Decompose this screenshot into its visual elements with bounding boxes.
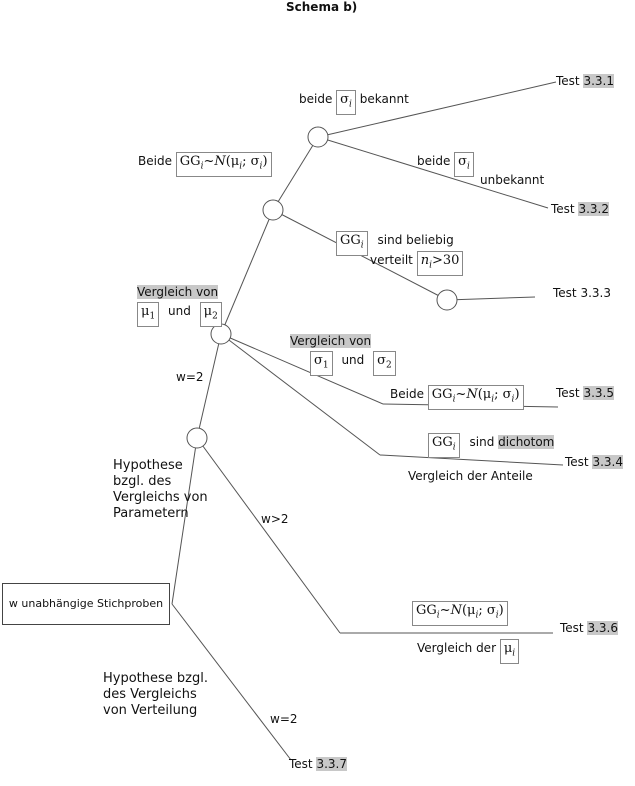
gg-normal-box-lower: GGi~N(μi; σi) <box>427 385 524 410</box>
compare-sigma-text: Vergleich von <box>290 334 372 348</box>
sigma-bekannt-prefix: beide <box>299 92 333 106</box>
gg-dichotom: GGi sind dichotom <box>428 433 555 458</box>
beide-label-lower: Beide <box>390 387 424 401</box>
hyp-vert-line-2: des Vergleichs <box>103 687 197 702</box>
hyp-param-line-4: Parametern <box>113 506 189 521</box>
edge-vergleich-to-mu <box>220 209 274 335</box>
test-3-3-7: Test 3.3.7 <box>289 757 348 772</box>
diagram-title: Schema b) <box>286 0 358 14</box>
node-normal <box>307 126 329 148</box>
compare-sigma-label: Vergleich von <box>290 334 372 349</box>
sigma-unbekannt-prefix: beide <box>417 154 451 168</box>
test-word: Test <box>556 74 580 88</box>
n-condition-box: ni>30 <box>416 251 464 276</box>
hyp-param-line-3: Vergleichs von <box>113 490 208 505</box>
sigma-box-unbekannt: σi <box>454 152 474 177</box>
gg-beliebig: GGi sind beliebig <box>336 231 454 256</box>
dichotom-text: dichotom <box>498 435 555 449</box>
sigma1-box: σ1 <box>310 351 333 376</box>
hyp-param-line-2: bzgl. des <box>113 474 172 489</box>
test-word: Test <box>551 202 575 216</box>
test-number: 3.3.1 <box>583 74 615 88</box>
gg-box-beliebig: GGi <box>336 231 368 256</box>
vergleich-der-mu: Vergleich der μi <box>417 639 520 664</box>
test-word: Test <box>556 386 580 400</box>
compare-mu-und: und <box>168 304 191 318</box>
w-greater-2: w>2 <box>261 512 289 526</box>
test-number: 3.3.5 <box>583 386 615 400</box>
test-3-3-6: Test 3.3.6 <box>560 621 619 636</box>
test-word: Test <box>565 455 589 469</box>
edge-node1-to-vergleich <box>196 333 222 439</box>
edge-normal-to-test331 <box>317 81 557 138</box>
test-3-3-4: Test 3.3.4 <box>565 455 624 470</box>
verteilt-text: verteilt <box>370 253 413 267</box>
compare-mu-text: Vergleich von <box>137 285 219 299</box>
sigma-unbekannt: beide σi <box>417 152 474 177</box>
vergleich-der-mu-text: Vergleich der <box>417 641 497 655</box>
node-w2 <box>186 427 208 449</box>
test-3-3-2: Test 3.3.2 <box>551 202 610 217</box>
edge-mu-to-normal <box>272 136 319 211</box>
edge-vergleich-to-sigma <box>220 333 384 405</box>
hypothesis-distribution: Hypothese bzgl. des Vergleichs von Verte… <box>103 671 208 719</box>
node-beliebig <box>436 289 458 311</box>
edge-start-to-w2node <box>171 437 198 605</box>
test-number: 3.3.7 <box>316 757 348 771</box>
edge-start-to-test337 <box>171 603 292 761</box>
test-3-3-3: Test 3.3.3 <box>553 286 611 301</box>
node-vergleich <box>210 323 232 345</box>
gg-beliebig-text: sind beliebig <box>377 233 454 247</box>
test-3-3-5: Test 3.3.5 <box>556 386 615 401</box>
sigma-box-bekannt: σi <box>336 90 356 115</box>
edge-beliebig-to-test333 <box>446 296 536 301</box>
node-mu <box>262 199 284 221</box>
hyp-param-line-1: Hypothese <box>113 458 183 473</box>
beide-label-upper: Beide <box>138 154 172 168</box>
gg-box-dichotom: GGi <box>428 433 460 458</box>
mu-i-box: μi <box>499 639 520 664</box>
compare-mu-label: Vergleich von <box>137 285 219 300</box>
sigma-unbekannt-suffix: unbekannt <box>480 173 545 187</box>
gg-normal-box-wgt2: GGi~N(μi; σi) <box>412 601 508 626</box>
test-number: 3.3.6 <box>587 621 619 635</box>
compare-sigma-vars: σ1 und σ2 <box>310 351 396 376</box>
gg-normal-wgt2: GGi~N(μi; σi) <box>412 601 508 626</box>
sigma-bekannt-suffix: bekannt <box>359 92 409 106</box>
test-word: Test <box>289 757 313 771</box>
edge-vergleich-to-dichotom <box>220 333 381 456</box>
sigma-bekannt: beide σi bekannt <box>299 90 409 115</box>
compare-sigma-und: und <box>341 353 365 367</box>
edge-normal-to-test332 <box>317 136 549 209</box>
gg-verteilt: verteilt ni>30 <box>370 251 464 276</box>
hyp-vert-line-3: von Verteilung <box>103 703 198 718</box>
mu2-box: μ2 <box>199 302 222 327</box>
beide-gg-normal-lower: Beide GGi~N(μi; σi) <box>390 385 524 410</box>
vergleich-anteile: Vergleich der Anteile <box>408 469 533 483</box>
test-number: 3.3.3 <box>580 286 612 300</box>
hypothesis-parameters: Hypothese bzgl. des Vergleichs von Param… <box>113 458 208 522</box>
w-equals-2-lower: w=2 <box>270 712 298 726</box>
test-3-3-1: Test 3.3.1 <box>556 74 615 89</box>
edge-dichotom-to-test334 <box>379 454 564 466</box>
w-equals-2-upper: w=2 <box>176 370 204 384</box>
test-word: Test <box>553 286 577 300</box>
test-word: Test <box>560 621 584 635</box>
hyp-vert-line-1: Hypothese bzgl. <box>103 671 208 686</box>
test-number: 3.3.2 <box>578 202 610 216</box>
sigma2-box: σ2 <box>373 351 396 376</box>
start-box: w unabhängige Stichproben <box>2 583 170 625</box>
test-number: 3.3.4 <box>592 455 624 469</box>
edge-node1-to-wgt2 <box>196 437 341 634</box>
mu1-box: μ1 <box>137 302 160 327</box>
gg-dichotom-mid: sind <box>469 435 495 449</box>
compare-mu-vars: μ1 und μ2 <box>137 302 222 327</box>
beide-gg-normal-upper: Beide GGi~N(μi; σi) <box>138 152 272 177</box>
gg-normal-box-upper: GGi~N(μi; σi) <box>175 152 272 177</box>
